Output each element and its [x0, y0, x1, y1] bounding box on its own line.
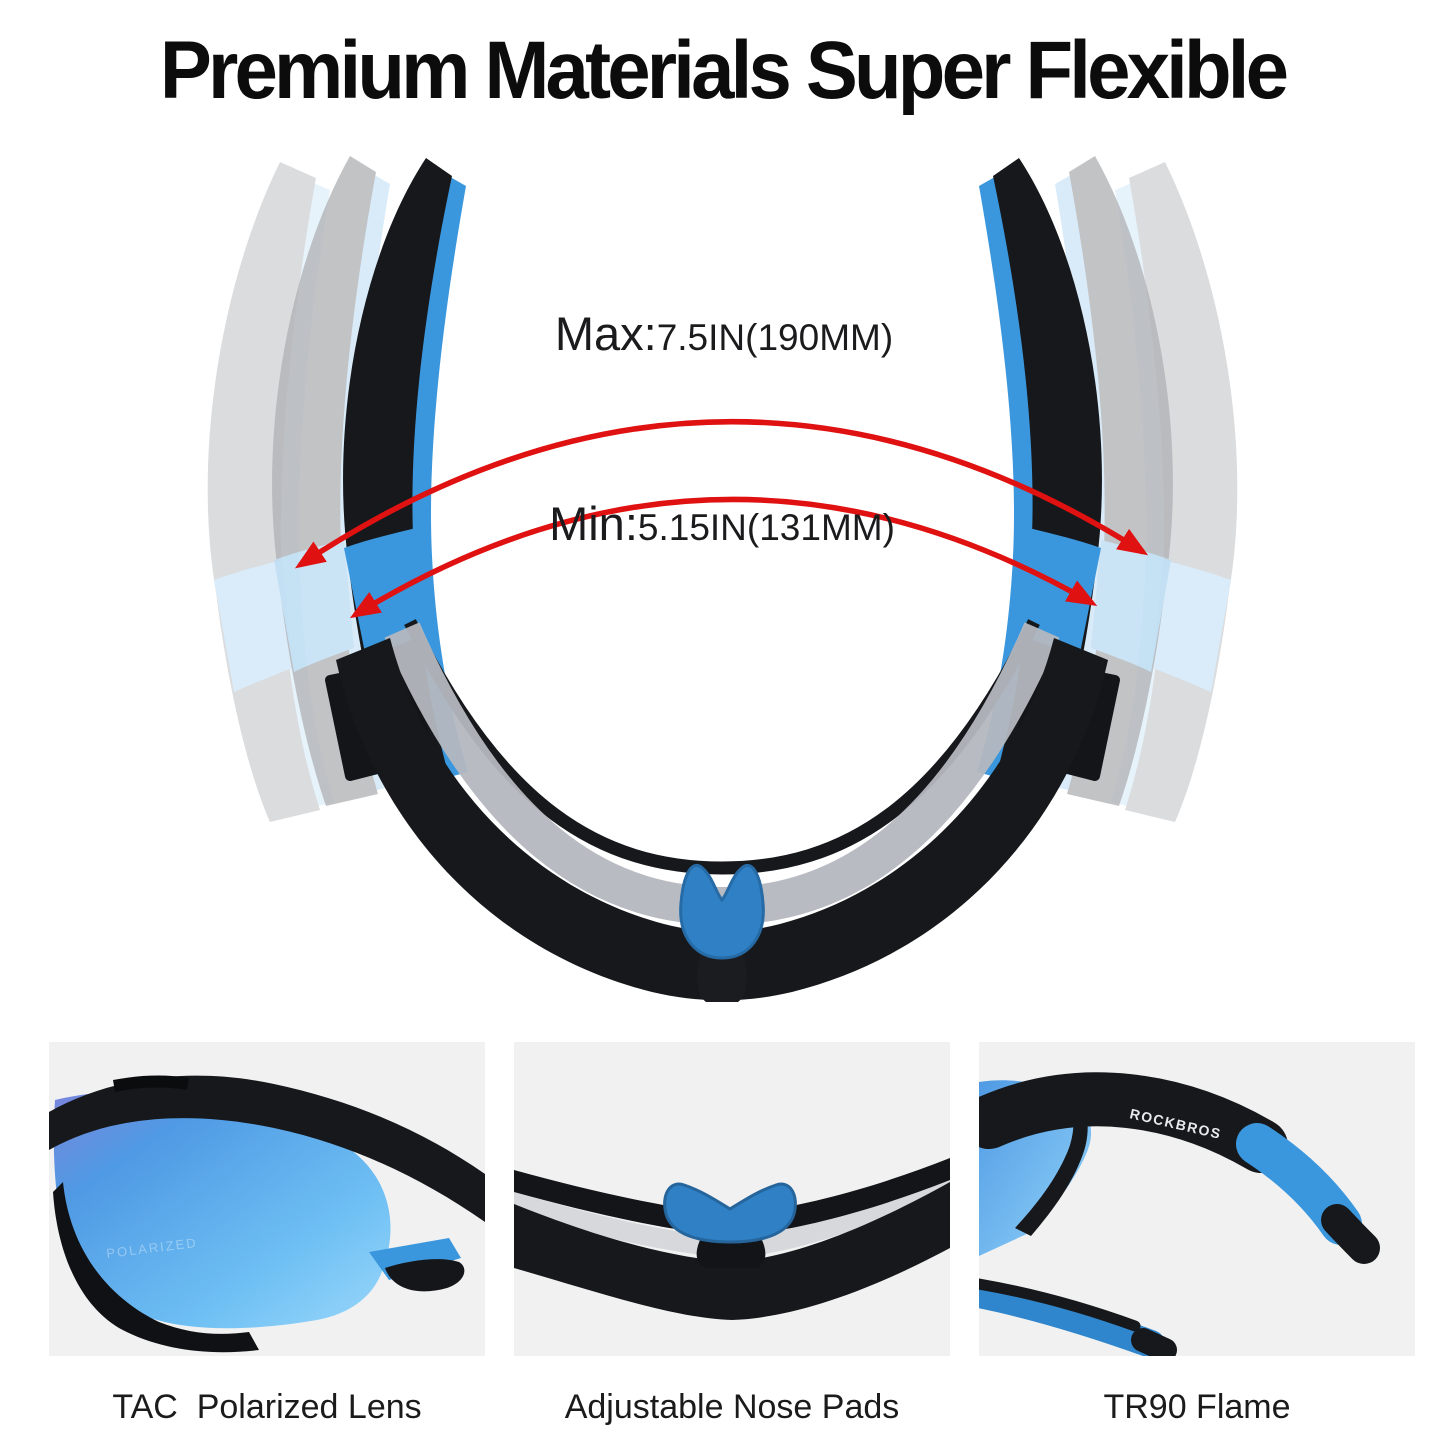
lens-sliver	[514, 1170, 950, 1258]
max-label: Max:	[554, 307, 657, 360]
frame-front-band	[514, 1182, 950, 1320]
temple-black-section	[979, 1072, 1288, 1173]
max-value: 7.5IN(190MM)	[656, 317, 894, 358]
frame-top-edge	[514, 1158, 950, 1236]
temple-rubber-tip	[385, 1259, 465, 1292]
temple-arm-closeup-icon: ROCKBROS	[979, 1072, 1380, 1356]
caption-polarized-lens: TAC Polarized Lens	[112, 1388, 422, 1426]
feature-panel-lens: POLARIZED	[49, 1042, 485, 1356]
min-width-arrow	[349, 496, 1098, 619]
sunglasses-top-view-illustration	[0, 0, 1445, 1002]
nose-pad-mount	[696, 1240, 766, 1268]
max-width-arrow	[294, 418, 1149, 569]
polarized-lens-closeup-icon: POLARIZED	[49, 1075, 485, 1353]
min-measurement-label: Min:5.15IN(131MM)	[549, 496, 895, 551]
temple-tip	[1321, 1204, 1380, 1264]
frame-nose-edge	[53, 1182, 259, 1353]
frame-outer-band	[336, 638, 1108, 1001]
min-label: Min:	[549, 497, 638, 550]
nose-pad	[679, 863, 765, 1002]
measurement-arrows	[294, 418, 1149, 619]
lens-top-edge	[404, 619, 1040, 875]
nose-pads-closeup-icon	[514, 1158, 950, 1320]
feature-panel-temple: ROCKBROS	[979, 1042, 1415, 1356]
nose-pad	[663, 1182, 797, 1244]
folded-temple	[979, 1278, 1177, 1356]
min-value: 5.15IN(131MM)	[637, 507, 895, 548]
caption-tr90-frame: TR90 Flame	[1103, 1388, 1291, 1426]
frame-vent-slot	[113, 1075, 189, 1092]
frame-top-bar	[49, 1075, 485, 1222]
caption-nose-pads: Adjustable Nose Pads	[564, 1388, 900, 1426]
feature-panel-nose-pads	[514, 1042, 950, 1356]
max-measurement-label: Max:7.5IN(190MM)	[555, 306, 893, 361]
lens	[53, 1091, 391, 1329]
page-title: Premium Materials Super Flexible	[159, 25, 1289, 116]
